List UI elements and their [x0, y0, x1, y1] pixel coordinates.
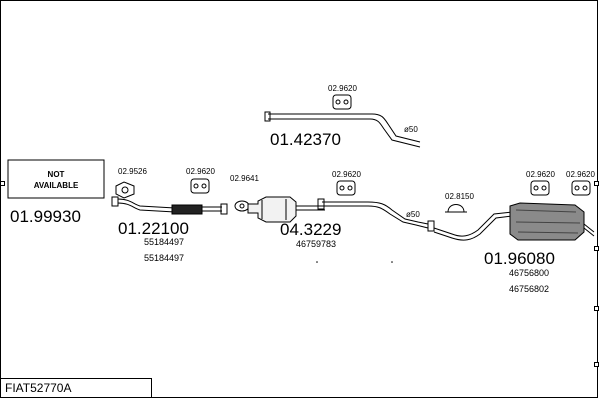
tail-pipe[interactable]	[264, 111, 421, 148]
part-number-01-22100[interactable]: 01.22100	[118, 219, 189, 238]
diameter-tail: ø50	[404, 125, 418, 134]
oem-46759783: 46759783	[296, 239, 336, 249]
part-number-04-3229[interactable]: 04.3229	[280, 220, 341, 239]
accessory-02-8150[interactable]: 02.8150	[445, 192, 474, 201]
edge-marker-right-a	[594, 181, 599, 186]
catalytic-converter[interactable]	[247, 196, 325, 223]
accessory-02-9620-d[interactable]: 02.9620	[526, 170, 555, 179]
not-available-box: NOT AVAILABLE	[7, 159, 105, 199]
part-number-01-99930[interactable]: 01.99930	[10, 207, 81, 226]
front-pipe[interactable]	[111, 196, 228, 215]
dot-mark	[316, 261, 318, 263]
gasket-icon[interactable]	[115, 181, 135, 199]
edge-marker-right-b	[594, 246, 599, 251]
rubber-mount-icon[interactable]	[571, 180, 591, 196]
diameter-front: ø50	[406, 210, 420, 219]
accessory-02-9526[interactable]: 02.9526	[118, 167, 147, 176]
edge-marker-right-c	[594, 306, 599, 311]
accessory-02-9620-e[interactable]: 02.9620	[566, 170, 595, 179]
rubber-mount-icon[interactable]	[530, 180, 550, 196]
oem-55184497-a: 55184497	[144, 237, 184, 247]
rubber-mount-icon[interactable]	[190, 178, 210, 194]
oem-46756800: 46756800	[509, 268, 549, 278]
accessory-02-9641[interactable]: 02.9641	[230, 174, 259, 183]
accessory-02-9620-a[interactable]: 02.9620	[186, 167, 215, 176]
edge-marker-left	[0, 181, 5, 186]
dot-mark	[391, 261, 393, 263]
diagram-code-box: FIAT52770A	[0, 378, 152, 398]
edge-marker-right-d	[594, 362, 599, 367]
not-available-line2: AVAILABLE	[34, 181, 79, 190]
rubber-mount-icon[interactable]	[332, 94, 352, 110]
part-number-01-96080[interactable]: 01.96080	[484, 249, 555, 268]
oem-55184497-b: 55184497	[144, 253, 184, 263]
accessory-02-9620-c[interactable]: 02.9620	[328, 84, 357, 93]
gasket-ring-icon[interactable]	[234, 200, 250, 212]
not-available-line1: NOT	[48, 170, 65, 179]
diagram-code: FIAT52770A	[5, 381, 72, 395]
rubber-mount-icon[interactable]	[336, 180, 356, 196]
clamp-icon[interactable]	[445, 204, 467, 213]
part-number-01-42370[interactable]: 01.42370	[270, 130, 341, 149]
centre-pipe[interactable]	[317, 198, 435, 232]
accessory-02-9620-b[interactable]: 02.9620	[332, 170, 361, 179]
oem-46756802: 46756802	[509, 284, 549, 294]
rear-silencer[interactable]	[433, 202, 595, 241]
